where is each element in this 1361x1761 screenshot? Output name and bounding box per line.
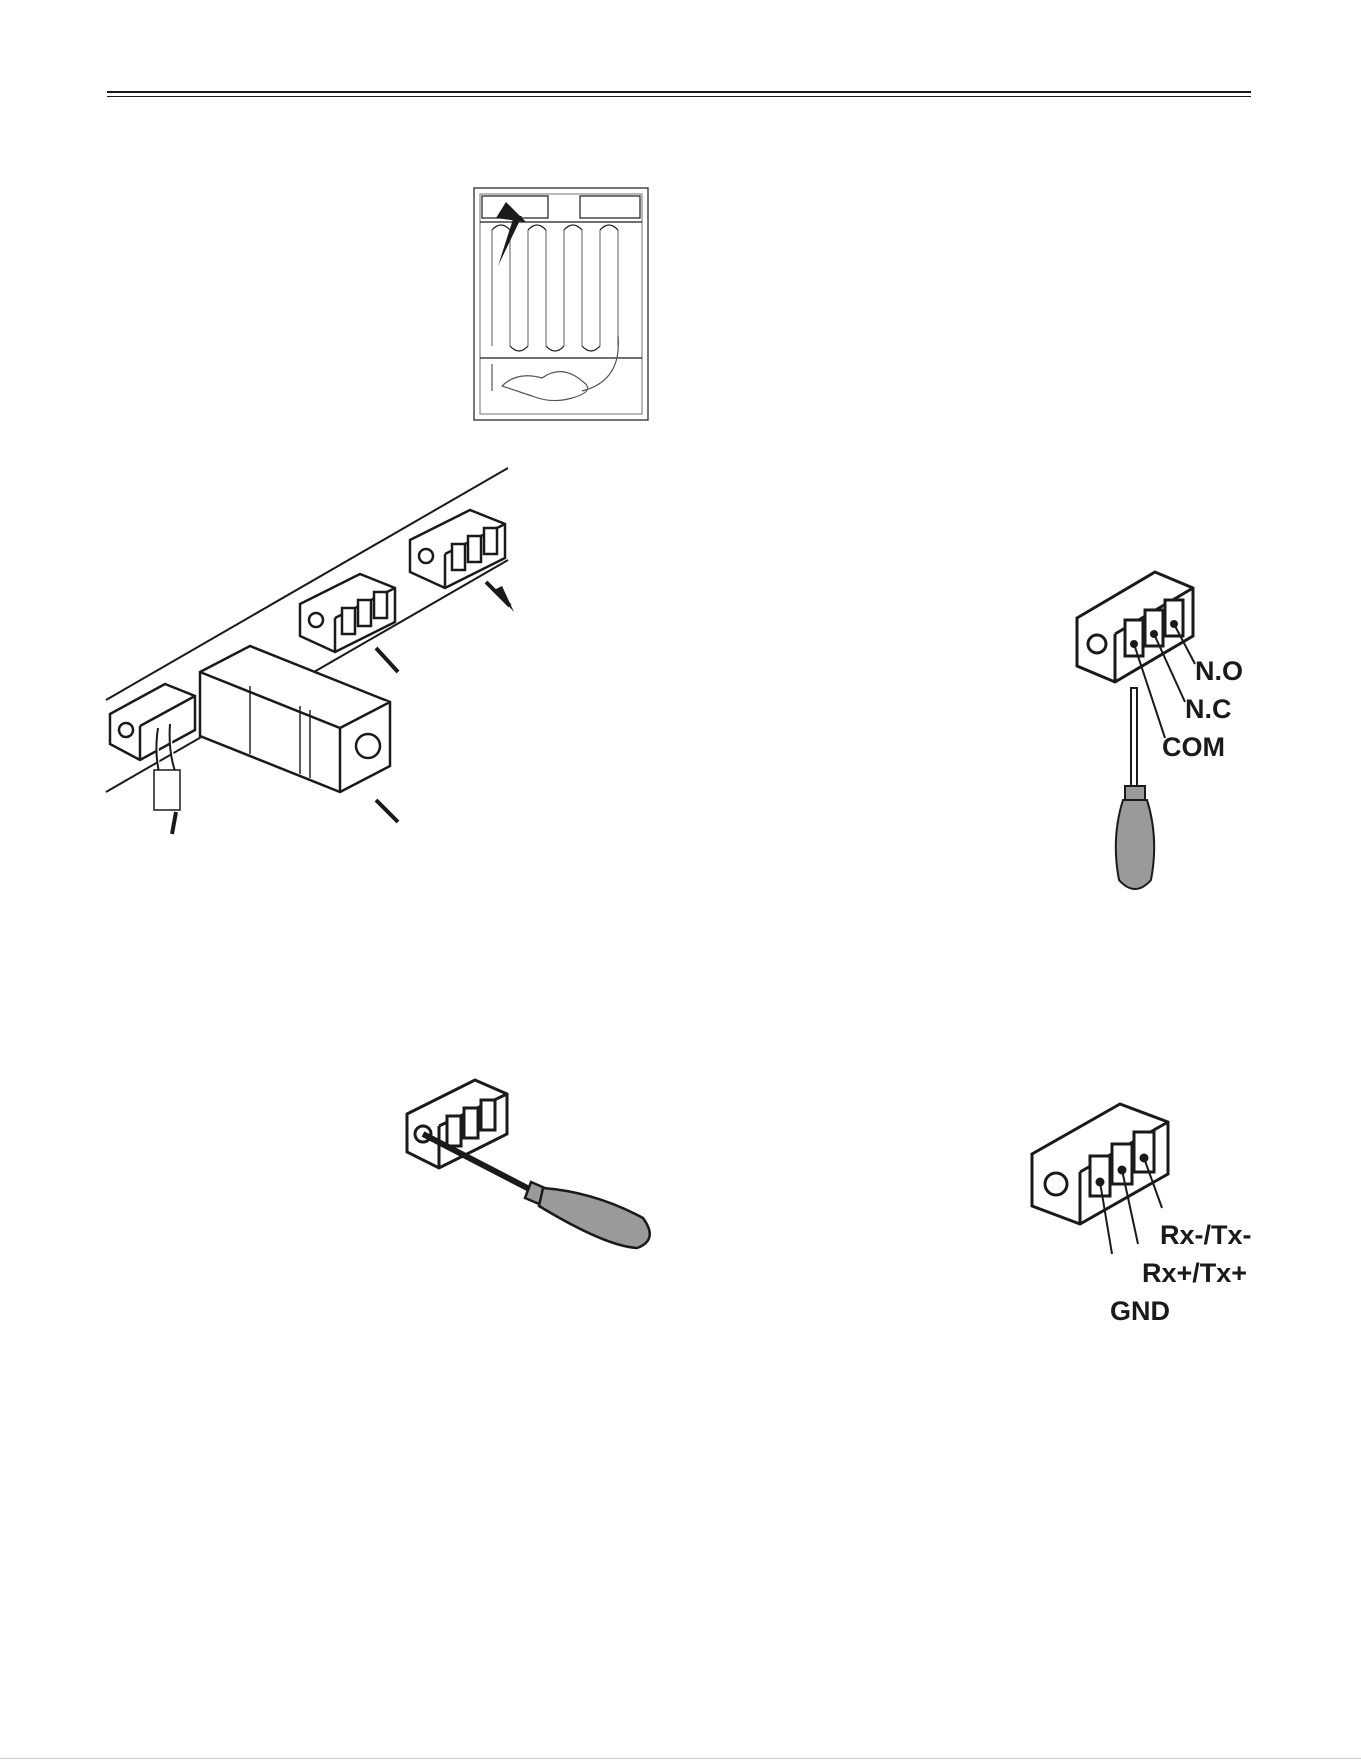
serial-label-rx-minus: Rx-/Tx- [1160, 1222, 1252, 1249]
arrow-icon [376, 800, 398, 822]
terminal-block-middle [300, 574, 395, 652]
relay-leader-lines [1120, 600, 1220, 750]
header-rule-bottom [107, 96, 1251, 97]
footer-rule [0, 1758, 1361, 1759]
serial-label-rx-plus: Rx+/Tx+ [1142, 1260, 1247, 1287]
large-module [200, 646, 390, 792]
header-rule-top [107, 91, 1251, 93]
rear-panel-connectors-figure [100, 462, 530, 842]
terminal-block-right [410, 510, 505, 588]
arrow-icon [172, 812, 176, 834]
serial-label-gnd: GND [1110, 1298, 1170, 1325]
appliance-back-figure [472, 186, 652, 426]
arrow-icon [376, 648, 398, 672]
screwdriver-icon [423, 1134, 650, 1248]
up-arrow-icon [496, 202, 526, 266]
terminal-screwdriver-figure [405, 1080, 665, 1270]
